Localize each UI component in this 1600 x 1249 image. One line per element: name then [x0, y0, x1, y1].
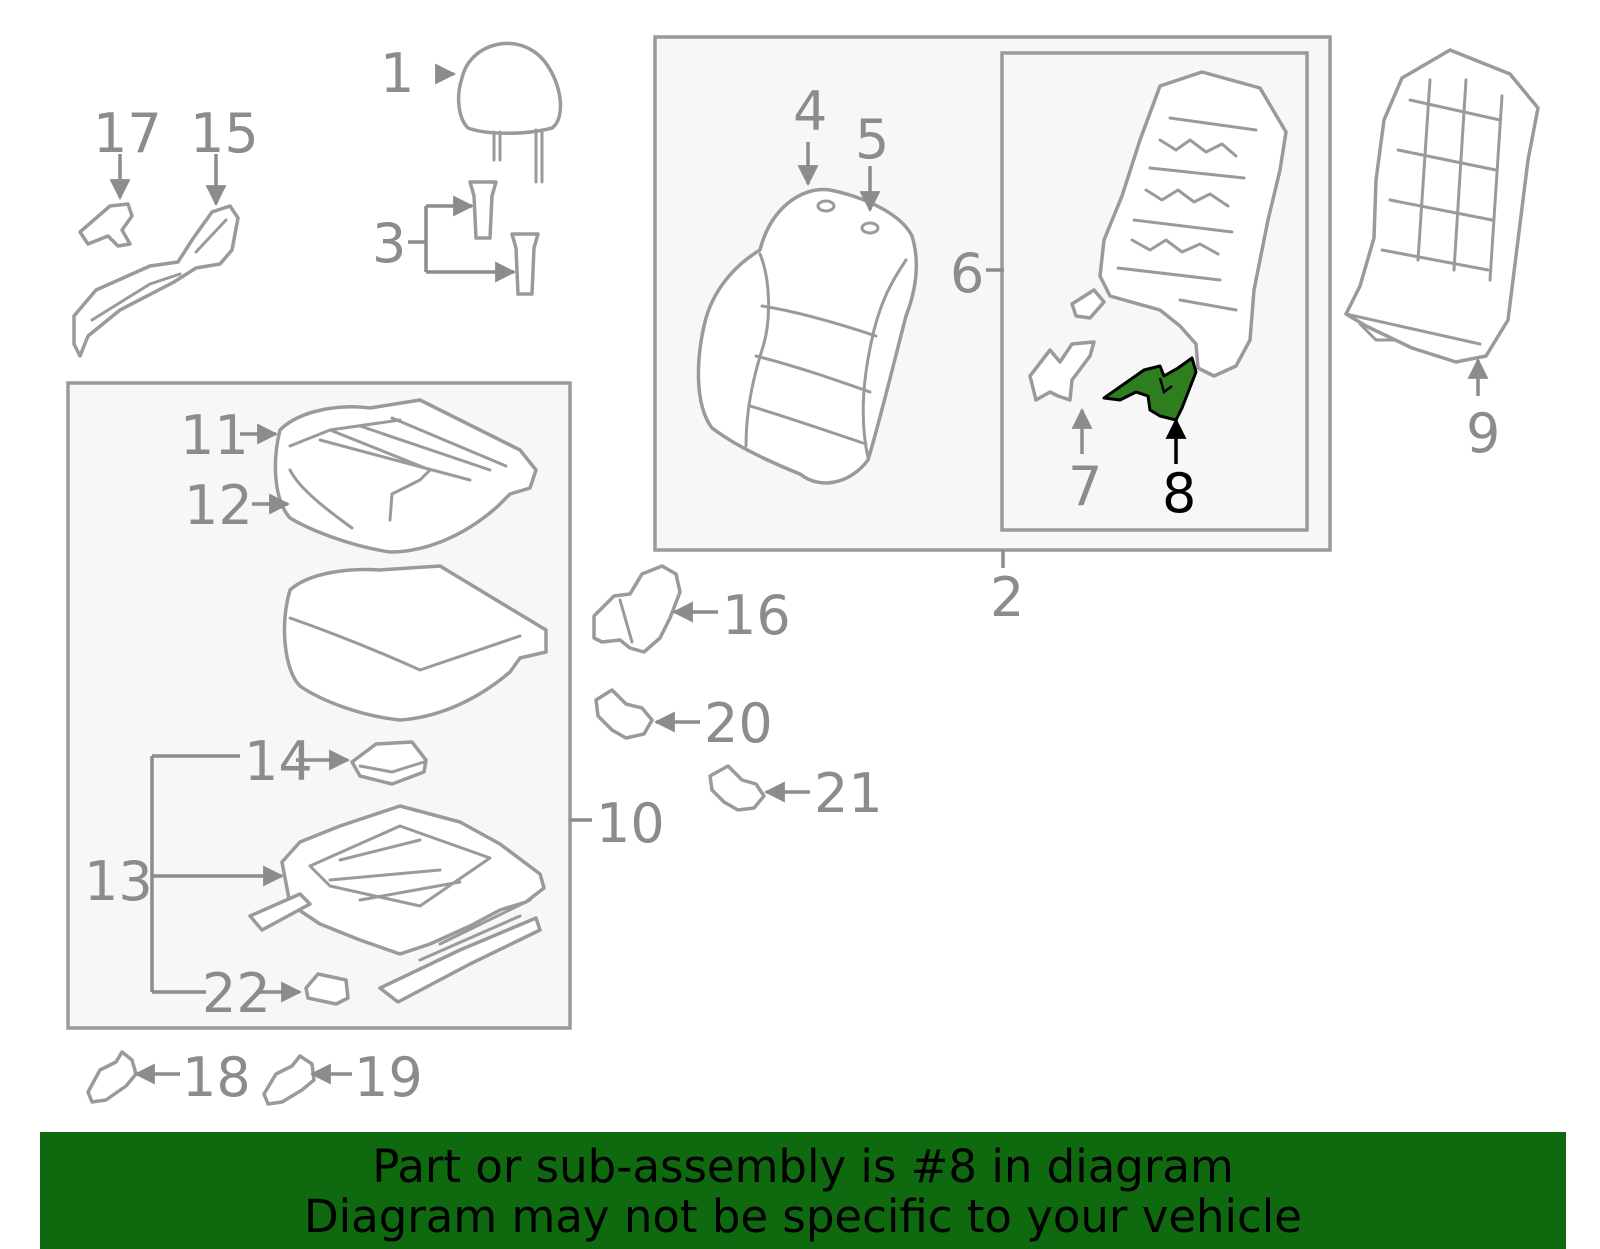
clip-18-part — [86, 1050, 138, 1104]
callout-20: 20 — [704, 692, 773, 755]
notice-banner: Part or sub-assembly is #8 in diagram Di… — [40, 1132, 1566, 1249]
notice-line-2: Diagram may not be specific to your vehi… — [304, 1190, 1302, 1243]
headrest-part — [456, 41, 563, 184]
side-shield-part — [72, 204, 240, 358]
cap-20-part — [594, 688, 654, 740]
seat-track-frame-part — [248, 804, 546, 1004]
callout-5: 5 — [855, 108, 889, 171]
callout-21: 21 — [814, 762, 883, 825]
seat-back-cover-part — [696, 187, 918, 485]
callout-13: 13 — [84, 850, 153, 913]
callout-14: 14 — [244, 730, 313, 793]
callout-6: 6 — [950, 242, 984, 305]
callout-16: 16 — [722, 584, 791, 647]
callout-11: 11 — [180, 404, 249, 467]
callout-2: 2 — [990, 566, 1024, 629]
cap-21-part — [708, 764, 766, 812]
seat-back-board-part — [1344, 48, 1540, 364]
seat-back-frame-part — [1070, 70, 1288, 378]
callout-19: 19 — [354, 1046, 423, 1109]
notice-line-1: Part or sub-assembly is #8 in diagram — [372, 1140, 1234, 1193]
clip-19-part — [262, 1054, 316, 1106]
recliner-knob-part — [78, 202, 134, 248]
part-8-shape — [1102, 356, 1198, 422]
headrest-guide-part — [468, 180, 540, 296]
callout-1: 1 — [380, 42, 414, 105]
callout-8: 8 — [1162, 462, 1196, 525]
callout-17: 17 — [93, 102, 162, 165]
callout-15: 15 — [190, 102, 259, 165]
callout-3: 3 — [372, 212, 406, 275]
bracket-part — [1028, 340, 1096, 402]
cushion-pad-part — [282, 564, 548, 722]
callout-22: 22 — [202, 962, 271, 1025]
callout-4: 4 — [793, 80, 827, 143]
callout-9: 9 — [1466, 402, 1500, 465]
control-module-part — [350, 740, 428, 786]
callout-12: 12 — [184, 474, 253, 537]
callout-7: 7 — [1068, 455, 1102, 518]
small-clip-part — [304, 972, 350, 1006]
callout-18: 18 — [182, 1046, 251, 1109]
highlighted-part-8 — [1102, 356, 1198, 422]
side-cover-part — [592, 564, 682, 654]
callout-10: 10 — [596, 792, 665, 855]
